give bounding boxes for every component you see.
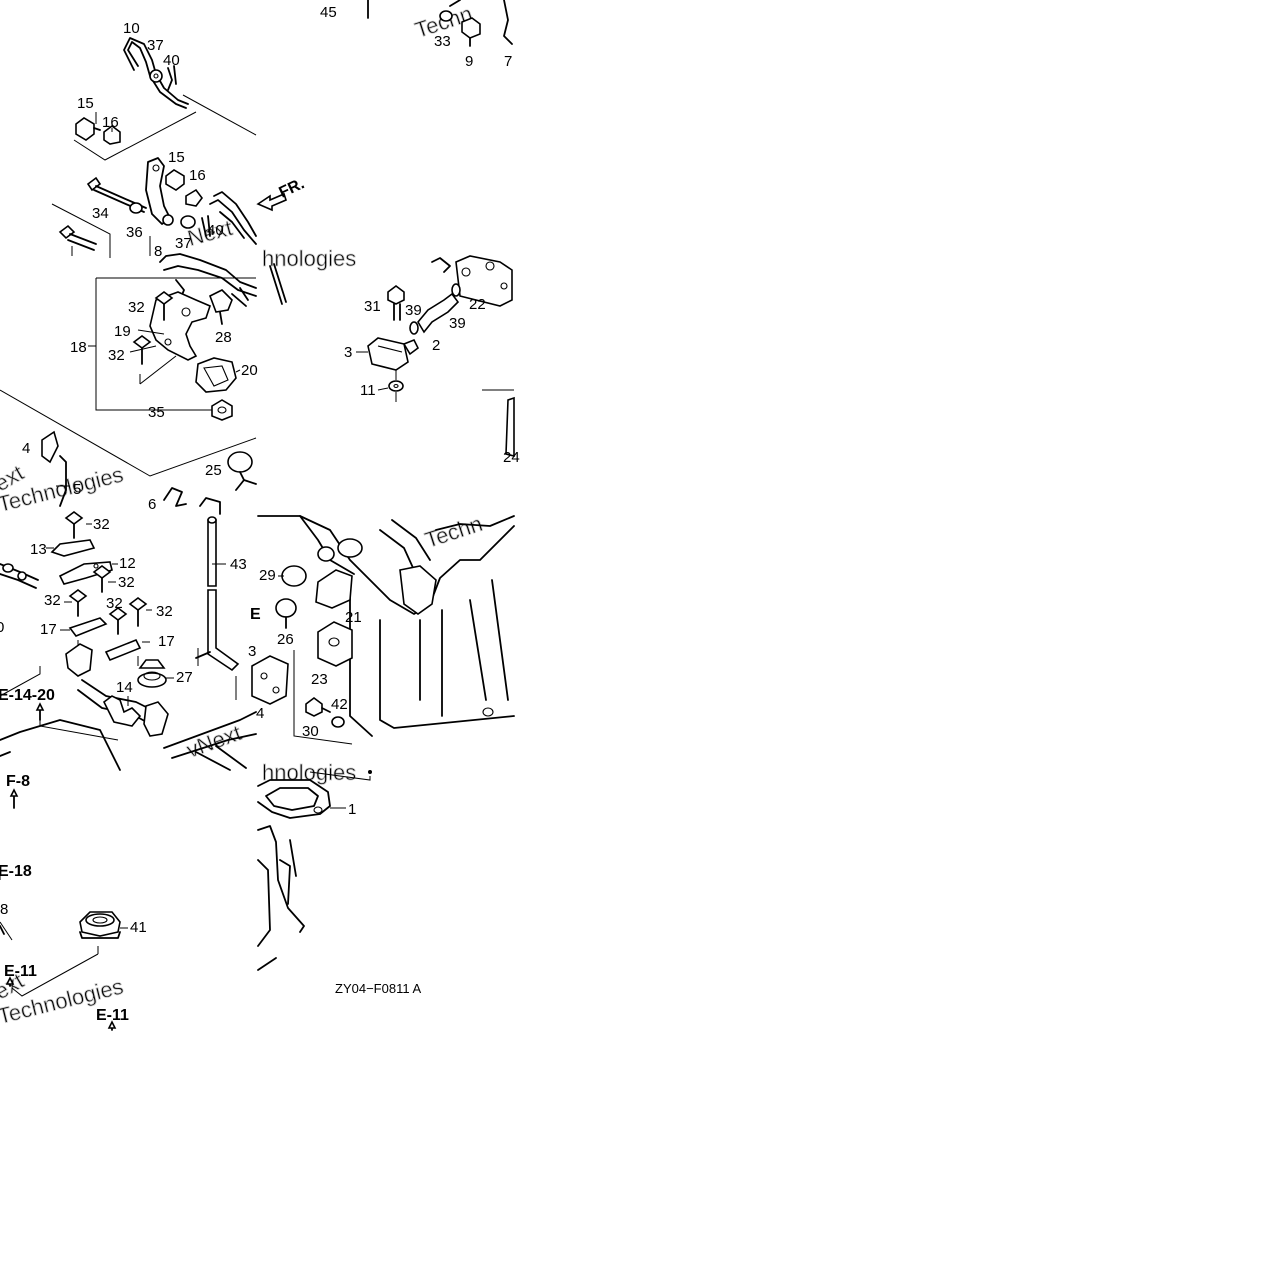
part-number-label: 32 xyxy=(106,595,123,612)
part-number-label: 22 xyxy=(469,296,486,313)
part-number-label: 2 xyxy=(432,337,440,354)
part-number-label: 16 xyxy=(189,167,206,184)
section-ref: E-11 xyxy=(4,963,37,980)
part-number-label: 14 xyxy=(116,679,133,696)
part-number-label: 32 xyxy=(44,592,61,609)
part-number-label: 42 xyxy=(331,696,348,713)
section-ref: E-14-20 xyxy=(0,687,55,704)
watermark: hnologies xyxy=(262,246,356,271)
linkage-rod-group xyxy=(51,37,287,258)
watermark: Techn xyxy=(422,511,486,553)
part-number-label: 4 xyxy=(22,440,30,457)
part-number-label: 37 xyxy=(147,37,164,54)
ref-arrows xyxy=(5,702,117,1031)
part-number-label: 16 xyxy=(102,114,119,131)
part-number-label: 11 xyxy=(360,382,376,399)
part-number-label: 27 xyxy=(176,669,193,686)
part-number-label: 17 xyxy=(40,621,57,638)
part-number-label: 8 xyxy=(0,901,8,918)
part-number-label: 32 xyxy=(93,516,110,533)
part-number-label: 5 xyxy=(73,481,81,498)
leader-lines xyxy=(39,112,389,929)
drawing-code: ZY04−F0811 A xyxy=(335,981,421,996)
part-number-label: 28 xyxy=(215,329,232,346)
watermark: hnologies xyxy=(262,760,356,785)
part-number-labels: 10 37 40 45 33 9 7 15 16 15 16 34 36 37 … xyxy=(0,4,520,936)
part-number-label: 8 xyxy=(154,243,162,260)
lower-housing xyxy=(257,515,515,745)
part-number-label: 6 xyxy=(148,496,156,513)
part-number-label: 3 xyxy=(248,643,256,660)
section-ref: E-11 xyxy=(96,1007,129,1024)
part-number-label: 40 xyxy=(163,52,180,69)
part-number-label: 12 xyxy=(119,555,136,572)
part-number-label: 7 xyxy=(504,53,512,70)
part-number-label: 39 xyxy=(449,315,466,332)
section-reference-labels: E-14-20 F-8 E-18 E-11 E-11 E xyxy=(0,606,261,1024)
part-number-label: 15 xyxy=(77,95,94,112)
part-number-label: 32 xyxy=(128,299,145,316)
part-number-label: 18 xyxy=(70,339,87,356)
part-number-label: 37 xyxy=(175,235,192,252)
part-number-label: 9 xyxy=(465,53,473,70)
part-number-label: 3 xyxy=(344,344,352,361)
part-number-label: 36 xyxy=(126,224,143,241)
part-number-label: 23 xyxy=(311,671,328,688)
section-ref: E xyxy=(250,606,261,623)
part-number-label: 45 xyxy=(320,4,337,21)
bottom-left-parts xyxy=(0,866,121,997)
solenoid-assembly xyxy=(367,255,515,458)
watermark: vNext xyxy=(183,720,244,763)
part-number-label: 20 xyxy=(241,362,258,379)
part-number-label: 41 xyxy=(130,919,147,936)
part-number-label: 26 xyxy=(277,631,294,648)
part-number-label: 39 xyxy=(405,302,422,319)
part-number-label: 24 xyxy=(503,449,520,466)
part-number-label: 33 xyxy=(434,33,451,50)
part-number-label: 15 xyxy=(168,149,185,166)
part-number-label: 40 xyxy=(207,222,224,239)
section-ref: F-8 xyxy=(6,773,30,790)
part-number-label: 34 xyxy=(92,205,109,222)
part-number-label: 35 xyxy=(148,404,165,421)
section-ref: E-18 xyxy=(0,863,32,880)
bracket-assembly xyxy=(0,253,287,515)
front-direction-label: FR. xyxy=(277,175,308,201)
part-number-label: 13 xyxy=(30,541,47,558)
part-number-label: 21 xyxy=(345,609,362,626)
part-number-label: 25 xyxy=(205,462,222,479)
part-number-label: 17 xyxy=(158,633,175,650)
part-number-label: 43 xyxy=(230,556,247,573)
part-number-label: 1 xyxy=(348,801,356,818)
part-number-label: 19 xyxy=(114,323,131,340)
lever-plate-assembly xyxy=(0,511,289,771)
lower-case xyxy=(257,770,372,971)
part-number-label: 0 xyxy=(0,619,4,636)
part-number-label: 32 xyxy=(156,603,173,620)
part-number-label: 10 xyxy=(123,20,140,37)
part-number-label: 32 xyxy=(118,574,135,591)
part-number-label: 32 xyxy=(108,347,125,364)
part-number-label: 31 xyxy=(364,298,381,315)
part-number-label: 30 xyxy=(302,723,319,740)
top-right-parts xyxy=(367,0,513,47)
part-number-label: 29 xyxy=(259,567,276,584)
part-number-label: 4 xyxy=(256,705,264,722)
